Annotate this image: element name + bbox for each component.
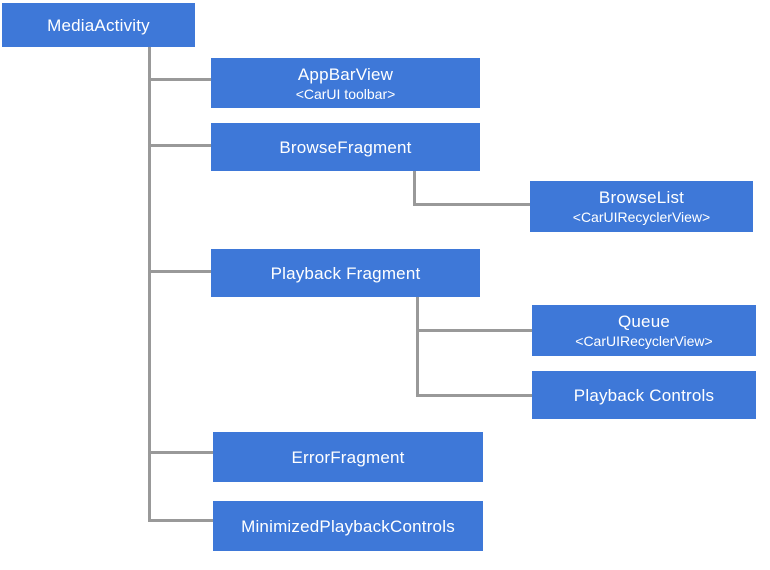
node-error-fragment: ErrorFragment [213,432,483,482]
node-label: BrowseList [598,188,685,207]
node-sublabel: <CarUI toolbar> [295,85,396,102]
node-sublabel: <CarUIRecyclerView> [572,209,711,225]
node-playback-fragment: Playback Fragment [211,249,480,297]
node-app-bar-view: AppBarView <CarUI toolbar> [211,58,480,108]
connector-trunk-vertical [148,47,151,522]
connector-browsefragment-drop [413,171,416,206]
node-browse-list: BrowseList <CarUIRecyclerView> [530,181,753,232]
connector-branch-browsefragment [148,144,211,147]
node-label: ErrorFragment [291,447,405,467]
node-label: Playback Controls [573,385,715,405]
node-label: MinimizedPlaybackControls [241,516,455,536]
node-label: MediaActivity [47,15,150,35]
node-label: Queue [617,312,671,331]
node-label: AppBarView [297,64,394,84]
node-queue: Queue <CarUIRecyclerView> [532,305,756,356]
connector-branch-appbarview [148,78,211,81]
node-minimized-playback-controls: MinimizedPlaybackControls [213,501,483,551]
node-label: BrowseFragment [279,137,412,157]
connector-playbackfragment-queue [416,329,532,332]
node-browse-fragment: BrowseFragment [211,123,480,171]
node-playback-controls: Playback Controls [532,371,756,419]
node-sublabel: <CarUIRecyclerView> [575,333,713,349]
connector-branch-playbackfragment [148,270,211,273]
connector-branch-minimizedcontrols [148,519,213,522]
node-media-activity: MediaActivity [2,3,195,47]
connector-branch-errorfragment [148,451,213,454]
connector-playbackfragment-controls [416,394,532,397]
connector-playbackfragment-drop [416,297,419,397]
node-label: Playback Fragment [270,263,421,283]
connector-browsefragment-browselist [413,203,530,206]
